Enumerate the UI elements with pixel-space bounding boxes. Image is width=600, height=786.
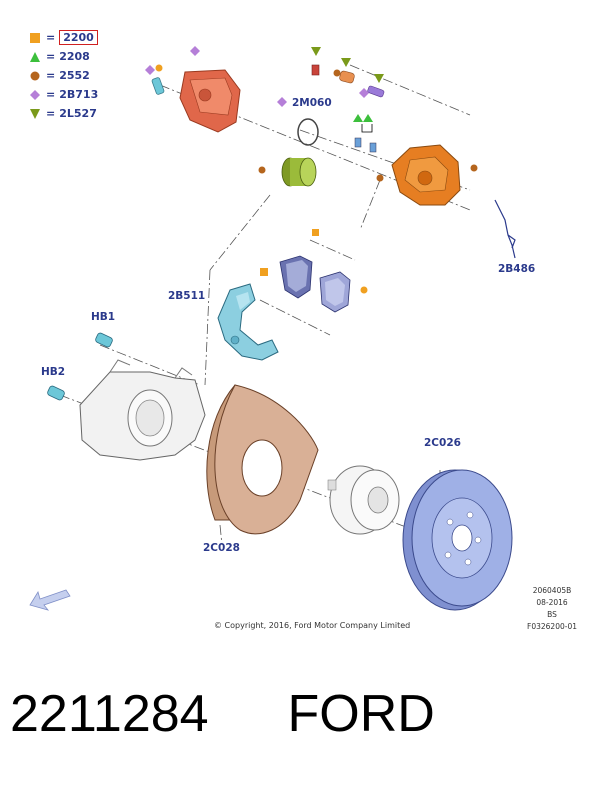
legend-row-2552: = 2552	[30, 66, 98, 85]
wheel-hub-bearing[interactable]	[327, 465, 400, 535]
purple-diamond-icon	[359, 88, 369, 98]
legend-code-2l527[interactable]: 2L527	[59, 107, 97, 120]
legend-row-2200: = 2200	[30, 28, 98, 47]
orange-square-icon	[360, 286, 368, 294]
copyright-notice: © Copyright, 2016, Ford Motor Company Li…	[214, 621, 411, 630]
part-number: 2211284	[10, 685, 209, 743]
caliper-assembly[interactable]	[391, 144, 461, 206]
legend-code-2b713[interactable]: 2B713	[59, 88, 99, 101]
dust-shield[interactable]	[206, 384, 319, 535]
caliper-bracket[interactable]	[217, 283, 279, 361]
callout-hb2[interactable]: HB2	[41, 366, 66, 378]
brown-circle-icon	[376, 174, 384, 182]
purple-diamond-icon	[277, 97, 287, 107]
brake-disc[interactable]	[402, 469, 513, 611]
legend-row-2208: = 2208	[30, 47, 98, 66]
drawing-date: 08-2016	[536, 598, 568, 607]
legend-row-2l527: = 2L527	[30, 104, 98, 123]
callout-2b486[interactable]: 2B486	[498, 263, 536, 275]
orange-square-icon	[312, 229, 319, 236]
olive-triangle-down-icon	[30, 108, 40, 119]
orange-square-icon	[30, 32, 40, 43]
brake-pad-outer[interactable]	[319, 271, 351, 313]
brown-circle-icon	[470, 164, 478, 172]
drawing-number: 2060405B	[532, 586, 572, 595]
legend-code-2552[interactable]: 2552	[59, 69, 90, 82]
bleeder-bolt[interactable]	[151, 77, 165, 95]
direction-arrow-icon	[29, 589, 71, 611]
orange-square-icon	[260, 268, 268, 276]
part-title: 2211284 FORD	[10, 684, 435, 744]
legend: = 2200 = 2208 = 2552 = 2B713 = 2L527	[30, 28, 98, 123]
legend-code-2200[interactable]: 2200	[59, 30, 98, 45]
drawing-ref: F0326200-01	[527, 622, 577, 631]
hub-bolt-hb1[interactable]	[95, 332, 114, 348]
guide-bolt[interactable]	[369, 142, 377, 153]
olive-triangle-down-icon	[341, 58, 351, 67]
green-triangle-icon	[353, 114, 363, 122]
brown-circle-icon	[258, 166, 266, 174]
purple-diamond-icon	[190, 46, 200, 56]
purple-diamond-icon	[30, 89, 40, 100]
legend-code-2208[interactable]: 2208	[59, 50, 90, 63]
brown-circle-icon	[333, 69, 341, 77]
drawing-code: BS	[547, 610, 557, 619]
brake-pad-inner[interactable]	[279, 255, 313, 299]
olive-triangle-down-icon	[374, 74, 384, 83]
legend-row-2b713: = 2B713	[30, 85, 98, 104]
steering-knuckle[interactable]	[79, 359, 206, 461]
olive-triangle-down-icon	[311, 47, 321, 56]
callout-2c026[interactable]: 2C026	[424, 437, 461, 449]
brake-piston[interactable]	[281, 157, 317, 187]
hub-bolt-hb2[interactable]	[47, 385, 66, 401]
anti-rattle-spring[interactable]	[494, 199, 516, 259]
brown-circle-icon	[30, 71, 40, 81]
piston-seal-ring[interactable]	[297, 118, 319, 146]
callout-2c028[interactable]: 2C028	[203, 542, 240, 554]
guide-pin-kit[interactable]	[311, 64, 385, 98]
orange-square-icon	[155, 64, 163, 72]
exploded-brake-diagram	[29, 46, 516, 611]
purple-diamond-icon	[145, 65, 155, 75]
callout-2m060[interactable]: 2M060	[292, 97, 332, 109]
green-triangle-icon	[30, 51, 40, 62]
green-triangle-icon	[363, 114, 373, 122]
brand-name: FORD	[287, 685, 435, 743]
callout-hb1[interactable]: HB1	[91, 311, 116, 323]
callout-2b511[interactable]: 2B511	[168, 290, 206, 302]
caliper-housing[interactable]	[179, 69, 241, 133]
guide-bolt[interactable]	[354, 137, 362, 148]
